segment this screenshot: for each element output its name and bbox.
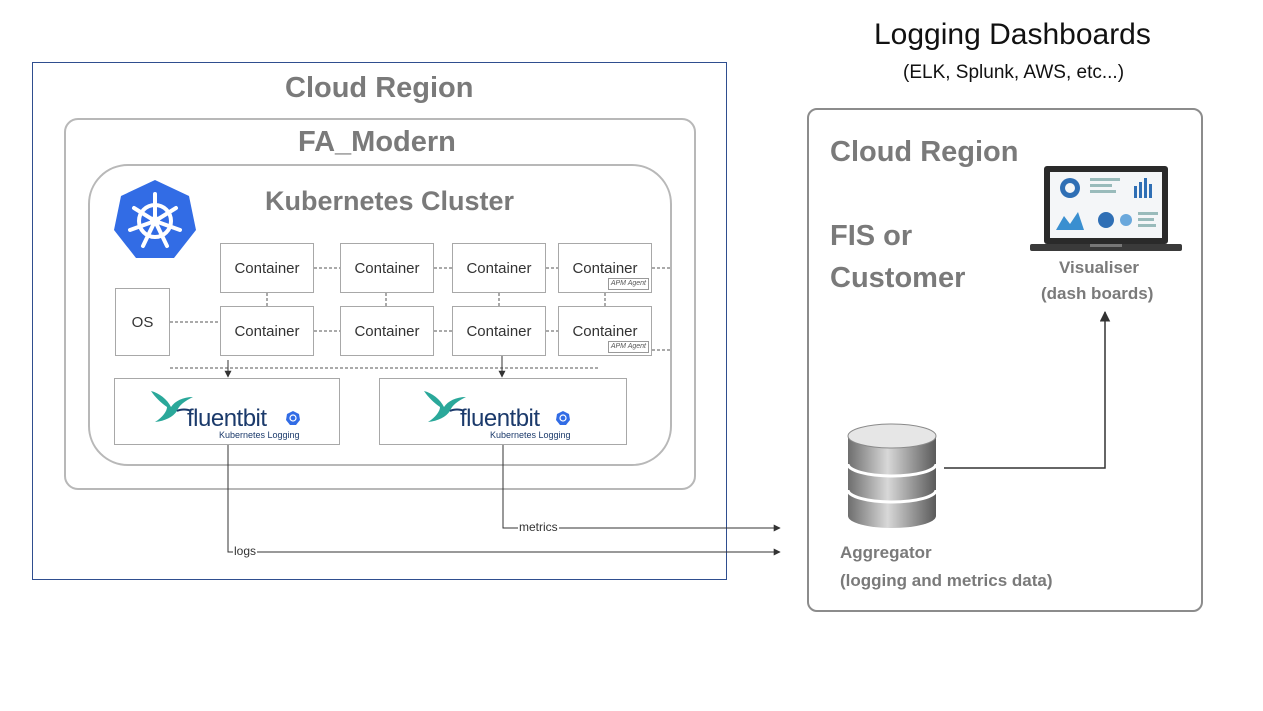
container-r2-c1: Container [220,306,314,356]
container-r1-c1: Container [220,243,314,293]
fluentbit-subtitle: Kubernetes Logging [219,430,300,440]
os-box: OS [115,288,170,356]
container-r1-c3: Container [452,243,546,293]
right-region-title: Cloud Region [830,136,1019,168]
apm-agent-badge: APM Agent [607,278,649,290]
cluster-title: Kubernetes Cluster [265,186,515,216]
os-label: OS [131,313,154,331]
fa-modern-title: FA_Modern [298,126,456,158]
left-region-title: Cloud Region [285,72,474,104]
container-r1-c4: Container APM Agent [558,243,652,293]
right-cloud-region [807,108,1203,612]
owner-line-1: FIS or [830,220,913,252]
aggregator-label: Aggregator [840,543,932,562]
aggregator-sublabel: (logging and metrics data) [840,571,1053,590]
kubernetes-cluster-box [88,164,672,466]
container-label: Container [572,322,638,340]
dashboards-title: Logging Dashboards [874,18,1151,51]
kubernetes-logo-icon [112,178,198,262]
container-r2-c3: Container [452,306,546,356]
container-r1-c2: Container [340,243,434,293]
left-cloud-region [32,62,727,580]
fa-modern-box [64,118,696,490]
container-label: Container [354,322,420,340]
visualiser-label: Visualiser [1059,258,1140,277]
container-label: Container [234,322,300,340]
hummingbird-icon [151,391,193,422]
container-r2-c4: Container APM Agent [558,306,652,356]
fluentbit-subtitle: Kubernetes Logging [490,430,571,440]
container-r2-c2: Container [340,306,434,356]
owner-line-2: Customer [830,262,966,294]
container-label: Container [572,259,638,277]
apm-agent-badge: APM Agent [607,341,649,353]
laptop-dashboard-icon [1030,164,1182,254]
visualiser-sublabel: (dash boards) [1041,284,1154,303]
container-label: Container [354,259,420,277]
container-label: Container [466,322,532,340]
container-label: Container [466,259,532,277]
dashboards-subtitle: (ELK, Splunk, AWS, etc...) [903,62,1125,83]
fluentbit-box-2: fluentbit Kubernetes Logging [379,378,627,445]
logs-edge-label: logs [233,544,258,558]
fluentbit-box-1: fluentbit Kubernetes Logging [114,378,340,445]
hummingbird-icon [424,391,466,422]
kubernetes-small-icon [286,411,300,425]
database-icon [846,422,938,530]
container-label: Container [234,259,300,277]
metrics-edge-label: metrics [518,520,559,534]
fluentbit-wordmark: fluentbit [187,405,267,432]
kubernetes-small-icon [556,411,570,425]
fluentbit-wordmark: fluentbit [460,405,540,432]
